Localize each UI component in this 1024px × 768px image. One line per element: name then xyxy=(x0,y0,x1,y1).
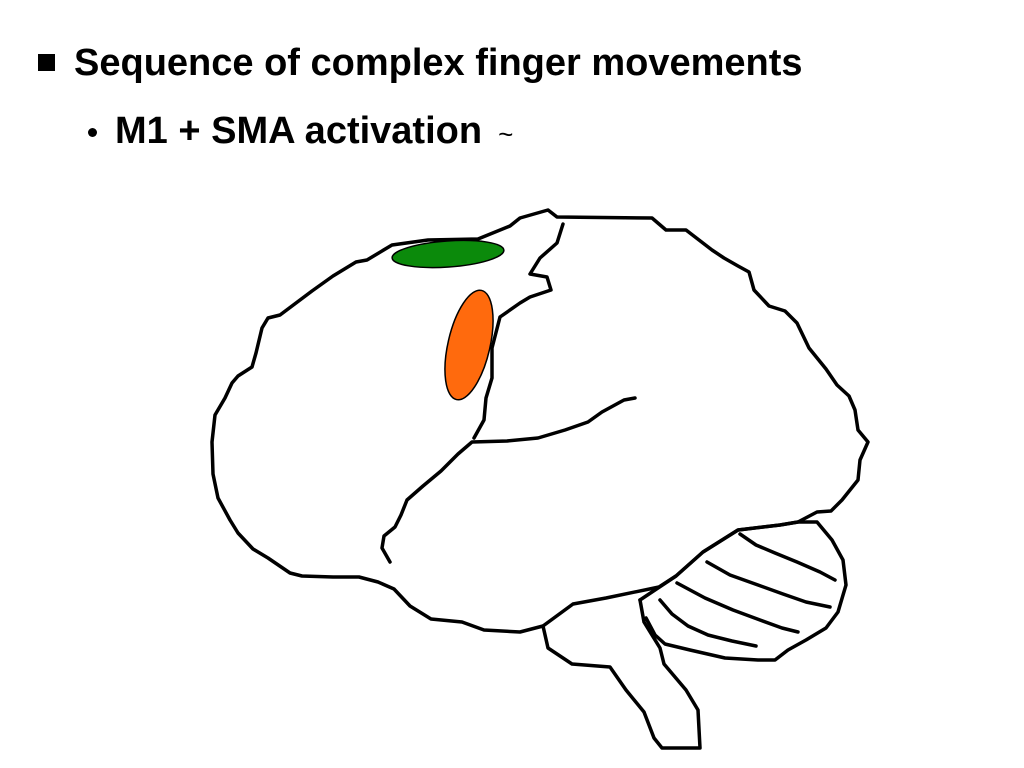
cerebrum-outline xyxy=(210,208,870,634)
lateral-fissure xyxy=(380,396,637,564)
brainstem-outline xyxy=(541,598,702,750)
cerebellum-fold-1 xyxy=(738,532,837,582)
sma-activation-region xyxy=(391,239,505,269)
bullet-text-1: Sequence of complex finger movements xyxy=(74,42,803,84)
bullet-level1: Sequence of complex finger movements xyxy=(38,42,803,85)
cerebellum-fold-2 xyxy=(705,560,832,609)
cerebellum-outline xyxy=(638,520,848,662)
cerebellum-fold-4 xyxy=(658,598,758,648)
square-bullet-icon xyxy=(38,54,55,71)
round-bullet-icon xyxy=(88,128,97,137)
central-sulcus xyxy=(472,222,565,440)
bullet-text-2: M1 + SMA activation xyxy=(115,110,483,152)
cerebellum-fold-3 xyxy=(675,581,800,634)
bullet-level2: M1 + SMA activation ~ xyxy=(88,110,513,153)
bullet-suffix: ~ xyxy=(498,119,514,149)
m1-activation-region xyxy=(444,289,494,401)
